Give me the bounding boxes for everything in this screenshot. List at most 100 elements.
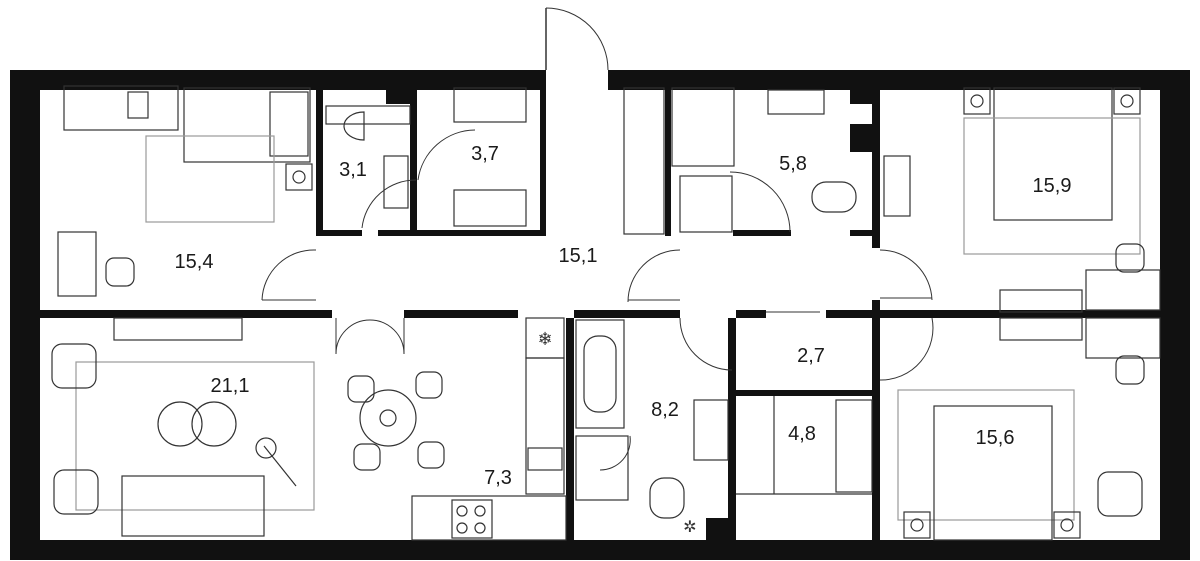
wall-wardrobe-south bbox=[378, 230, 546, 236]
wall-shaft-4 bbox=[706, 518, 728, 542]
wall-kitchen-bath bbox=[566, 318, 574, 544]
wall-bathroom-small-south bbox=[316, 230, 362, 236]
room-area-kitchen: 7,3 bbox=[484, 467, 512, 489]
furniture-living bbox=[51, 317, 315, 537]
shower-icon bbox=[671, 87, 735, 167]
wall-wardrobe-east bbox=[540, 86, 546, 236]
door-bath-central[interactable] bbox=[679, 317, 733, 371]
rug-se bbox=[897, 389, 1075, 521]
shelf-bottom bbox=[453, 189, 527, 227]
shelf-wardrobe-south bbox=[835, 399, 873, 493]
shoe-rack bbox=[623, 87, 665, 235]
chair-4 bbox=[417, 441, 445, 469]
counter-bottom bbox=[411, 495, 567, 541]
furniture-bedroom-west bbox=[57, 85, 313, 297]
sink-icon-kitchen bbox=[527, 447, 563, 471]
sink-icon-north bbox=[767, 89, 825, 115]
nightstand-se-left bbox=[903, 511, 931, 539]
wall-east-bedroom bbox=[872, 86, 880, 248]
bed-icon-ne bbox=[993, 87, 1113, 221]
door-living-right[interactable] bbox=[369, 319, 405, 355]
door-shower[interactable] bbox=[599, 435, 631, 471]
furniture-bedroom-northeast bbox=[883, 87, 1161, 313]
room-area-bathroom-central: 8,2 bbox=[651, 399, 679, 421]
door-bathroom-small[interactable] bbox=[361, 179, 417, 229]
tv-stand bbox=[113, 317, 243, 341]
wall-hall-kitchen bbox=[404, 310, 518, 318]
wall-bathroom-north-south-left bbox=[733, 230, 791, 236]
nightstand-ne-right bbox=[1113, 87, 1141, 115]
door-bedroom-northeast[interactable] bbox=[879, 249, 933, 301]
room-area-wardrobe-north: 3,7 bbox=[471, 143, 499, 165]
wall-bathroom-north-south-right bbox=[850, 230, 880, 236]
shelf bbox=[325, 105, 411, 125]
floor-lamp-icon bbox=[263, 445, 297, 487]
wall-bedroom-living bbox=[36, 310, 332, 318]
chair-1 bbox=[347, 375, 375, 403]
nightstand-icon bbox=[285, 163, 313, 191]
rug-ne bbox=[963, 117, 1141, 255]
room-labels: 15,4 3,1 3,7 15,1 5,8 15,9 21,1 7,3 8,2 … bbox=[175, 143, 1072, 489]
pillows-icon bbox=[269, 91, 309, 157]
chair-3 bbox=[353, 443, 381, 471]
armchair-icon-se bbox=[1115, 355, 1145, 385]
bathtub-icon bbox=[575, 319, 625, 429]
armchair-icon-se-2 bbox=[1097, 471, 1143, 517]
shower-icon-central bbox=[575, 435, 629, 501]
bench-se bbox=[999, 317, 1083, 341]
furniture-wardrobe-north bbox=[453, 87, 527, 227]
sofa-icon bbox=[121, 475, 265, 537]
furniture-kitchen: ❄ bbox=[411, 317, 567, 541]
wall-bath-north bbox=[574, 310, 680, 318]
interior-walls bbox=[36, 86, 1164, 544]
interior-doors[interactable] bbox=[261, 129, 934, 471]
room-area-living: 21,1 bbox=[211, 375, 250, 397]
room-area-bathroom-north: 5,8 bbox=[779, 153, 807, 175]
plant-icon: ✲ bbox=[683, 517, 696, 536]
nightstand-ne-left bbox=[963, 87, 991, 115]
stove-icon bbox=[451, 499, 493, 539]
door-bathroom-north[interactable] bbox=[729, 171, 791, 233]
wall-bathroom-small-west bbox=[316, 86, 323, 236]
counter bbox=[525, 357, 565, 495]
desk-west bbox=[63, 85, 179, 131]
rug-icon bbox=[145, 135, 275, 223]
furniture-bathroom-small bbox=[325, 105, 411, 209]
desk-se bbox=[1085, 317, 1161, 359]
dining-table bbox=[359, 389, 417, 447]
bed-icon bbox=[183, 87, 311, 163]
entrance-door[interactable] bbox=[545, 7, 609, 71]
snowflake-icon: ❄ bbox=[537, 329, 552, 350]
wall-corridor-east bbox=[826, 310, 876, 318]
wall-bathroom-north-west bbox=[665, 86, 671, 236]
room-area-corridor: 2,7 bbox=[797, 345, 825, 367]
room-area-bathroom-small: 3,1 bbox=[339, 159, 367, 181]
furniture-bathroom-central: ✲ bbox=[575, 319, 729, 536]
room-area-bedroom-southeast: 15,6 bbox=[976, 427, 1015, 449]
sink-icon bbox=[383, 155, 409, 209]
wall-shaft-2 bbox=[850, 86, 880, 104]
furniture-bedroom-southeast bbox=[897, 317, 1161, 541]
wall-bath-wardrobe bbox=[728, 318, 736, 544]
room-area-bedroom-west: 15,4 bbox=[175, 251, 214, 273]
outer-walls bbox=[10, 70, 1190, 560]
door-wardrobe-north[interactable] bbox=[417, 129, 476, 181]
wall-south bbox=[10, 540, 1190, 560]
bed-icon-se bbox=[933, 405, 1053, 541]
toilet-icon-central bbox=[649, 477, 685, 519]
wall-north-east bbox=[608, 70, 1190, 90]
door-bedroom-southeast[interactable] bbox=[879, 317, 934, 381]
chair-2 bbox=[415, 371, 443, 399]
door-west-bedroom[interactable] bbox=[261, 249, 317, 301]
rug-living bbox=[75, 361, 315, 511]
furniture-dining bbox=[347, 371, 445, 471]
wall-wardrobe-south-north bbox=[736, 390, 876, 396]
armchair-icon-ne bbox=[1115, 243, 1145, 273]
sink-icon-central bbox=[693, 399, 729, 461]
door-living-left[interactable] bbox=[335, 319, 371, 355]
door-hall-east[interactable] bbox=[627, 249, 681, 303]
room-area-bedroom-northeast: 15,9 bbox=[1033, 175, 1072, 197]
wall-shaft-3 bbox=[850, 124, 880, 152]
